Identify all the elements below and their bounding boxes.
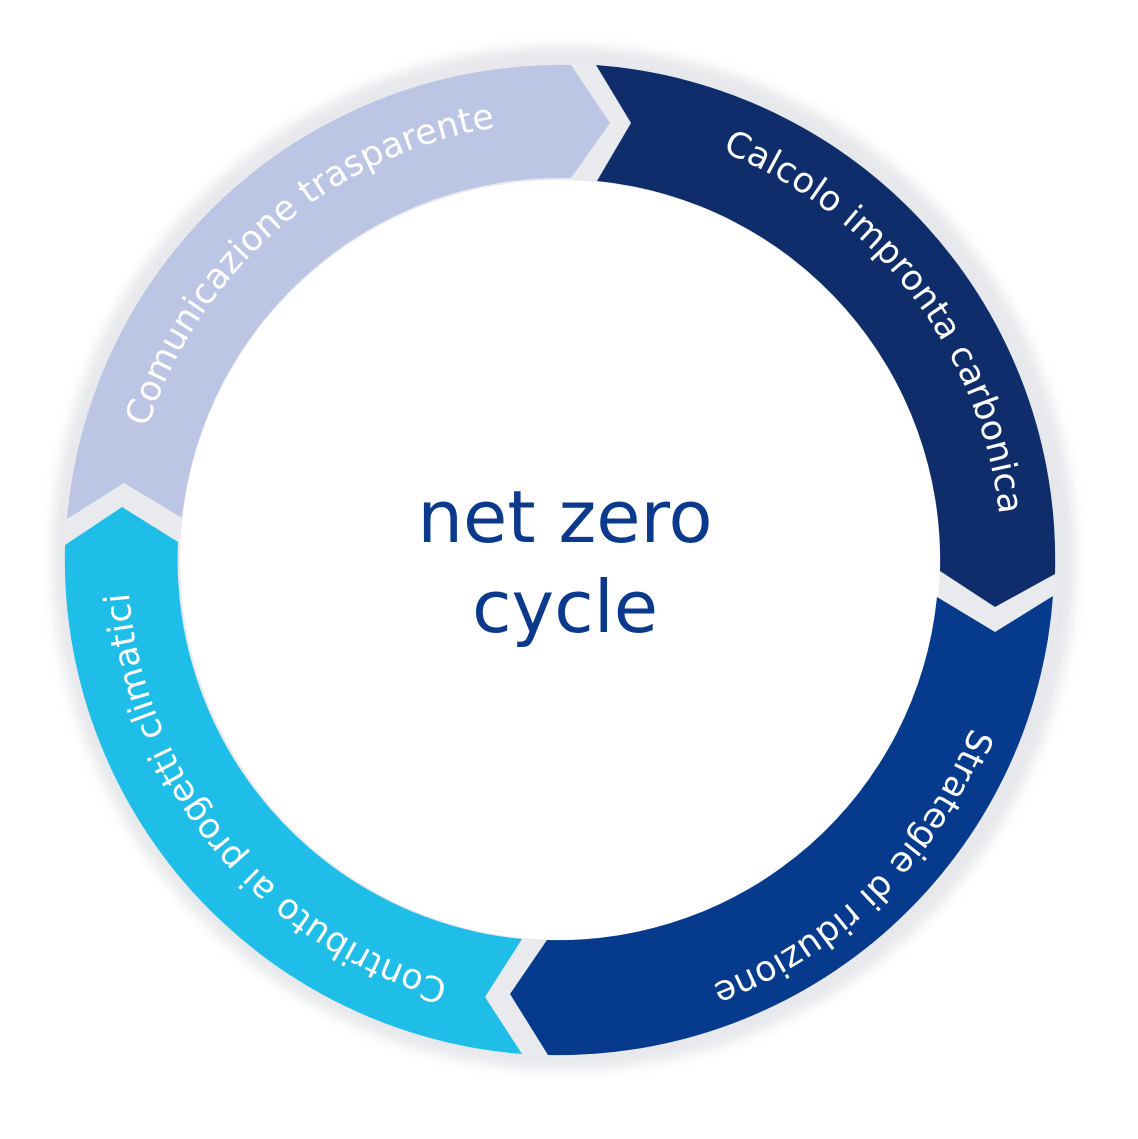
segment-comunicazione-trasparente — [67, 64, 610, 520]
cycle-segments — [64, 64, 1056, 1056]
inner-disc — [180, 180, 940, 940]
center-title-line-1: net zero — [417, 475, 712, 559]
segment-calcolo-impronta-carbonica — [596, 65, 1056, 607]
segment-strategie-di-riduzione — [510, 596, 1053, 1056]
segment-contributo-ai-progetti-climatici — [64, 507, 522, 1054]
center-title-line-2: cycle — [472, 565, 658, 649]
